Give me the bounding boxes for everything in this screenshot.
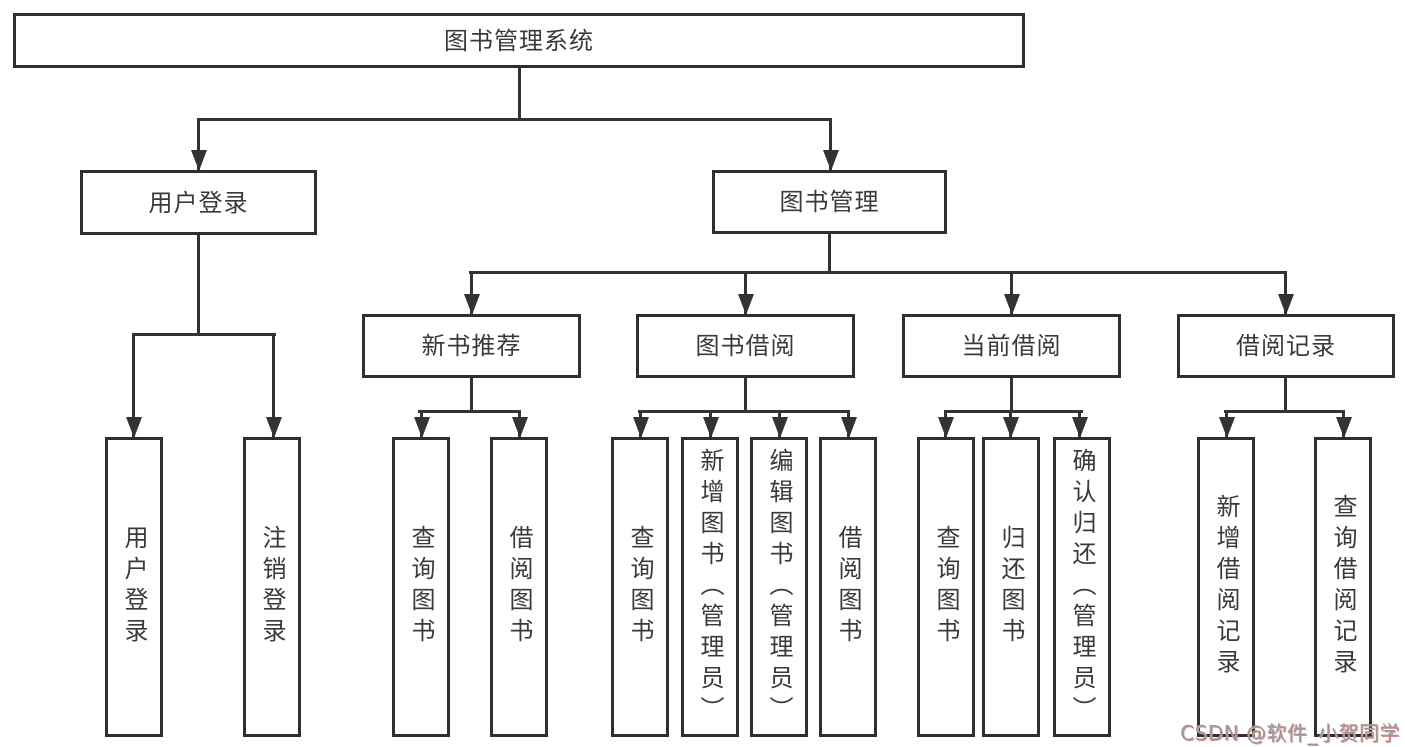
node-logout-action: 注销登录 (243, 437, 301, 737)
node-edit-books-admin: 编辑图书（管理员） (750, 437, 808, 737)
node-query-borrow-record: 查询借阅记录 (1314, 437, 1372, 737)
csdn-watermark: CSDN @软件_小贺同学 (1180, 721, 1400, 745)
arrow-to-new-book-recommend (470, 271, 473, 314)
node-add-borrow-record: 新增借阅记录 (1197, 437, 1255, 737)
node-new-book-recommend: 新书推荐 (362, 314, 581, 378)
arrow-to-confirm-return (1078, 410, 1081, 437)
node-confirm-return-admin: 确认归还（管理员） (1053, 437, 1111, 737)
connector-new-book-stem (470, 378, 473, 410)
connector-book-borrowing-stem (744, 378, 747, 410)
node-current-borrowing: 当前借阅 (902, 314, 1121, 378)
connector-current-borrowing-stem (1010, 378, 1013, 410)
arrow-to-book-borrowing (744, 271, 747, 314)
arrow-to-borrow-books-borrowing (847, 410, 850, 437)
arrow-to-edit-books-admin (778, 410, 781, 437)
node-book-borrowing: 图书借阅 (636, 314, 855, 378)
arrow-to-query-books-borrowing (639, 410, 642, 437)
arrow-to-user-login-action (132, 333, 135, 437)
connector-root-stem (518, 68, 521, 118)
node-query-books-recommend: 查询图书 (392, 437, 450, 737)
arrow-to-user-login (197, 118, 200, 170)
connector-root-hbar (197, 118, 832, 121)
arrow-to-add-books-admin (709, 410, 712, 437)
arrow-to-query-borrow-record (1342, 410, 1345, 437)
node-return-books: 归还图书 (982, 437, 1040, 737)
arrow-to-logout-action (272, 333, 275, 437)
connector-borrowing-records-hbar (1224, 410, 1345, 413)
connector-book-management-stem (828, 234, 831, 271)
arrow-to-current-borrowing (1010, 271, 1013, 314)
connector-user-login-hbar (132, 333, 276, 336)
connector-user-login-stem (197, 235, 200, 333)
connector-book-management-hbar (469, 271, 1287, 274)
connector-current-borrowing-hbar (944, 410, 1083, 413)
arrow-to-add-borrow-record (1225, 410, 1228, 437)
node-borrow-books-recommend: 借阅图书 (490, 437, 548, 737)
arrow-to-borrow-books-recommend (518, 410, 521, 437)
node-borrowing-records: 借阅记录 (1177, 314, 1395, 378)
node-book-management: 图书管理 (712, 170, 947, 234)
arrow-to-query-books-current (944, 410, 947, 437)
node-user-login-action: 用户登录 (105, 437, 163, 737)
node-query-books-borrowing: 查询图书 (611, 437, 669, 737)
connector-book-borrowing-hbar (638, 410, 850, 413)
node-borrow-books-borrowing: 借阅图书 (819, 437, 877, 737)
node-add-books-admin: 新增图书（管理员） (681, 437, 739, 737)
arrow-to-borrowing-records (1284, 271, 1287, 314)
arrow-to-return-books (1009, 410, 1012, 437)
node-query-books-current: 查询图书 (917, 437, 975, 737)
arrow-to-query-books-recommend (420, 410, 423, 437)
node-user-login: 用户登录 (80, 170, 317, 235)
connector-new-book-hbar (418, 410, 521, 413)
connector-borrowing-records-stem (1284, 378, 1287, 410)
arrow-to-book-management (829, 118, 832, 170)
node-root-library-management-system: 图书管理系统 (13, 13, 1025, 68)
